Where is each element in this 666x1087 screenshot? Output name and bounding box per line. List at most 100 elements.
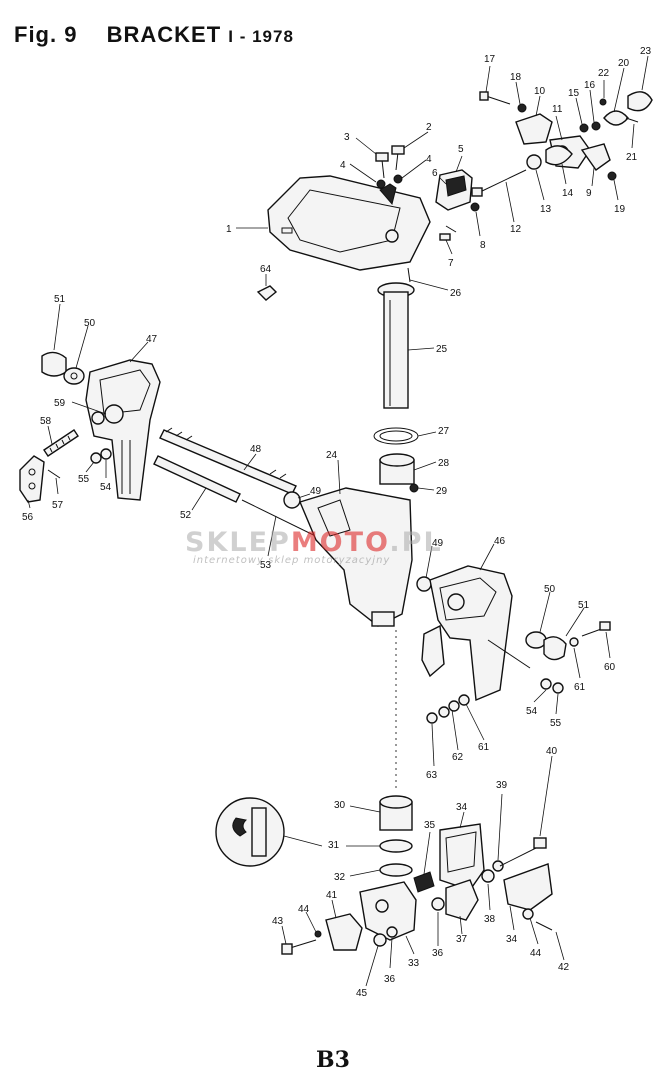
callout-23: 23	[640, 46, 652, 57]
figure-header: Fig. 9 BRACKET I - 1978	[14, 22, 294, 48]
callout-35: 35	[424, 820, 436, 831]
figure-number: Fig. 9	[14, 22, 78, 47]
callout-50b: 50	[544, 584, 556, 595]
callout-43: 43	[272, 916, 284, 927]
callout-labels: 1 2 3 4 4 5 6 7 8 9 10 11 12 13 14 15 16…	[22, 46, 652, 999]
plate-56	[19, 455, 61, 503]
callout-53: 53	[260, 560, 272, 571]
watermark-brand: SKLEPMOTO.PL	[185, 527, 443, 558]
callout-15: 15	[568, 88, 580, 99]
callout-27: 27	[438, 426, 450, 437]
callout-33: 33	[408, 958, 420, 969]
figure-title: BRACKET	[106, 22, 222, 47]
callout-34: 34	[456, 802, 468, 813]
callout-39: 39	[496, 780, 508, 791]
mount-37	[431, 860, 504, 921]
callout-16: 16	[584, 80, 596, 91]
callout-44: 44	[298, 904, 310, 915]
callout-30: 30	[334, 800, 346, 811]
callout-49: 49	[310, 486, 322, 497]
callout-50: 50	[84, 318, 96, 329]
callout-13: 13	[540, 204, 552, 215]
washers-61-62-63	[426, 694, 470, 724]
callout-55b: 55	[550, 718, 562, 729]
washer-64	[256, 285, 278, 301]
figure-title-suffix: I - 1978	[228, 27, 294, 46]
callout-5: 5	[458, 144, 464, 155]
callout-2: 2	[426, 122, 432, 133]
callout-20: 20	[618, 58, 630, 69]
callout-48: 48	[250, 444, 262, 455]
callout-64: 64	[260, 264, 272, 275]
callout-31: 31	[328, 840, 340, 851]
left-clamp-bracket	[85, 359, 161, 501]
callout-52: 52	[180, 510, 192, 521]
callout-44b: 44	[530, 948, 542, 959]
lower-mount-33	[359, 871, 435, 941]
tilt-lever-assembly	[471, 91, 653, 197]
callout-12: 12	[510, 224, 522, 235]
callout-41: 41	[326, 890, 338, 901]
callout-46: 46	[494, 536, 506, 547]
callout-63: 63	[426, 770, 438, 781]
shaft-48	[159, 427, 301, 509]
callout-4: 4	[340, 160, 346, 171]
bushing-30	[379, 795, 413, 831]
callout-3: 3	[344, 132, 350, 143]
watermark-tagline: internetowy sklep motoryzacyjny	[193, 555, 391, 566]
callout-38: 38	[484, 914, 496, 925]
callout-36b: 36	[384, 974, 396, 985]
washer-32-31	[379, 839, 413, 877]
callout-56: 56	[22, 512, 34, 523]
callout-51: 51	[54, 294, 66, 305]
callout-26: 26	[450, 288, 462, 299]
housing-34-right	[499, 837, 553, 931]
callout-9: 9	[586, 188, 592, 199]
callout-14: 14	[562, 188, 574, 199]
callout-25: 25	[436, 344, 448, 355]
callout-61: 61	[574, 682, 586, 693]
stopper-block-part	[435, 169, 480, 241]
callout-37: 37	[456, 934, 468, 945]
callout-1: 1	[226, 224, 232, 235]
callout-6: 6	[432, 168, 438, 179]
steering-shaft-part	[373, 267, 419, 493]
right-clamp-bracket	[421, 565, 531, 702]
callout-34b: 34	[506, 934, 518, 945]
housing-34-left	[439, 823, 485, 891]
callout-11: 11	[552, 104, 563, 115]
swivel-bracket-part	[267, 175, 431, 271]
callout-8: 8	[480, 240, 486, 251]
swivel-housing	[299, 487, 432, 627]
top-bolts	[375, 145, 405, 189]
callout-18: 18	[510, 72, 522, 83]
callout-47: 47	[146, 334, 158, 345]
callout-49b: 49	[432, 538, 444, 549]
callout-4b: 4	[426, 154, 432, 165]
callout-54: 54	[100, 482, 112, 493]
callout-45: 45	[356, 988, 368, 999]
watermark: SKLEPMOTO.PL internetowy sklep motoryzac…	[185, 527, 485, 566]
clamp-41	[281, 913, 398, 955]
detail-inset-31	[215, 797, 323, 867]
callout-28: 28	[438, 458, 450, 469]
screw-58	[43, 429, 79, 457]
callout-32: 32	[334, 872, 346, 883]
callout-17: 17	[484, 54, 496, 65]
washers-54-55-left	[90, 448, 112, 464]
callout-62: 62	[452, 752, 464, 763]
nuts-right	[525, 621, 611, 694]
callout-61b: 61	[478, 742, 490, 753]
callout-10: 10	[534, 86, 546, 97]
callout-21: 21	[626, 152, 638, 163]
callout-7: 7	[448, 258, 454, 269]
callout-58: 58	[40, 416, 52, 427]
callout-57: 57	[52, 500, 64, 511]
callout-59: 59	[54, 398, 66, 409]
nuts-left	[41, 351, 85, 385]
callout-55: 55	[78, 474, 90, 485]
callout-51b: 51	[578, 600, 590, 611]
callout-42: 42	[558, 962, 570, 973]
callout-29: 29	[436, 486, 448, 497]
